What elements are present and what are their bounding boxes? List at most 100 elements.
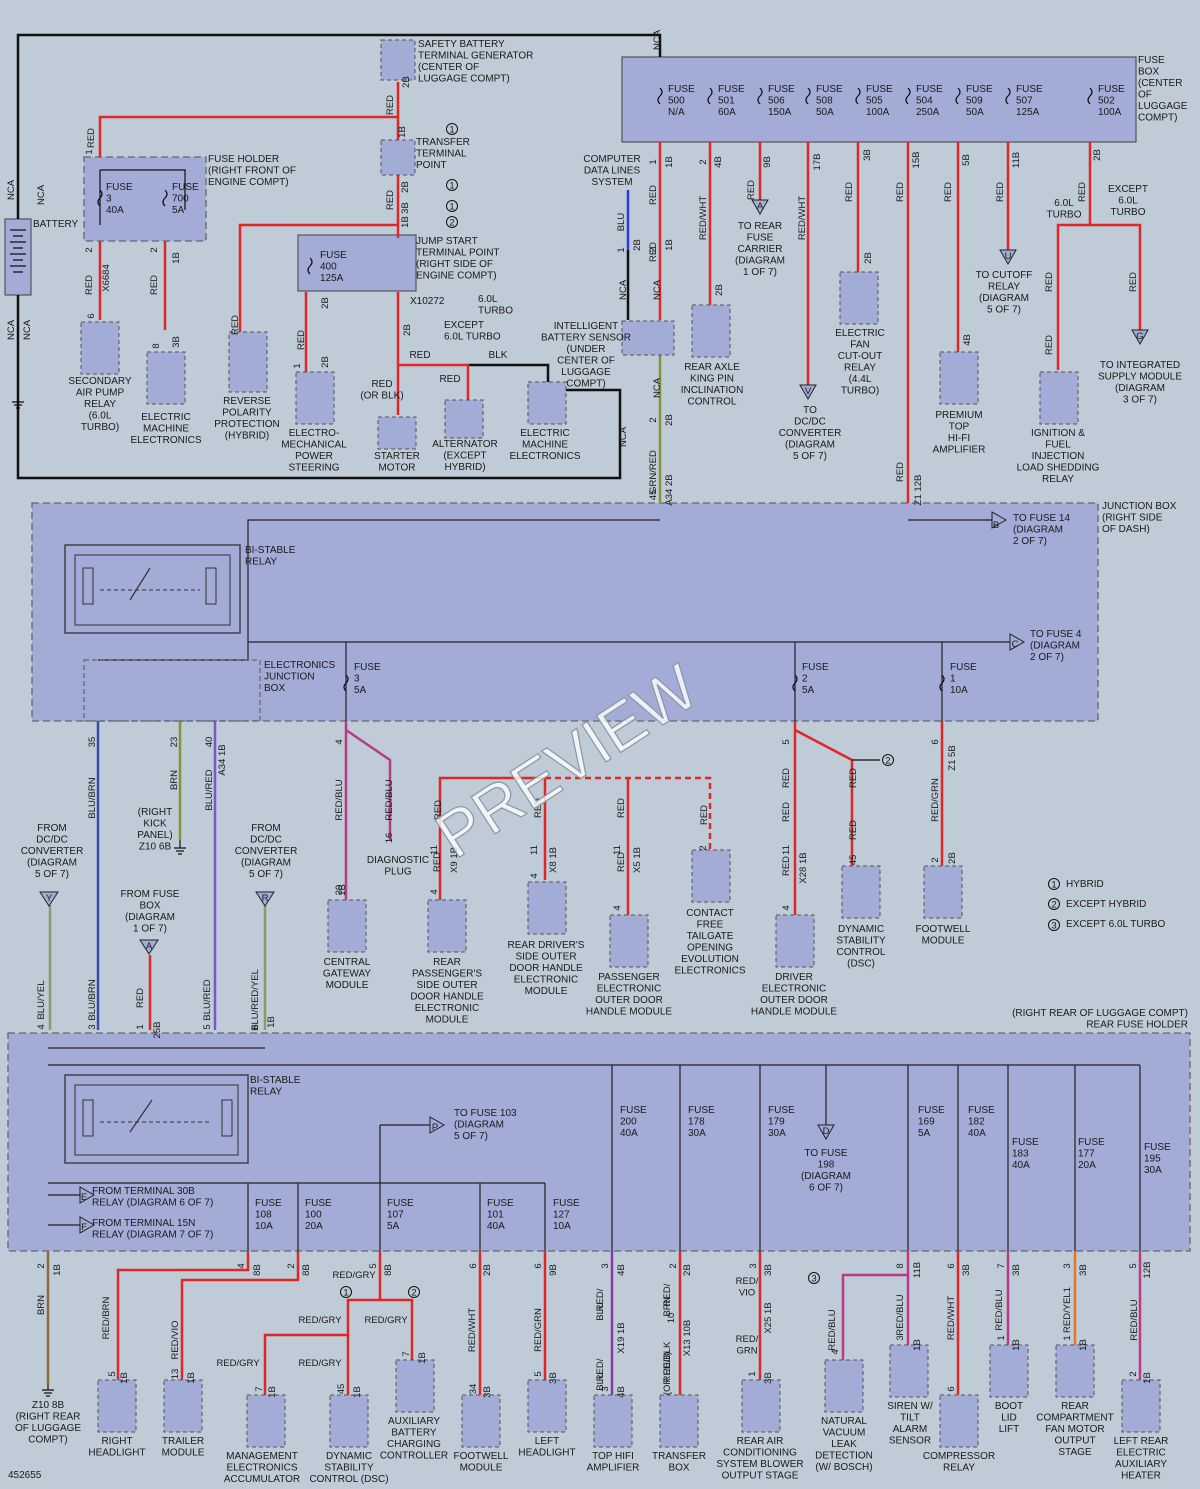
rear-passenger-door-label: MODULE <box>426 1015 469 1026</box>
connector-x10272: X10272 <box>410 296 445 307</box>
to-fuse-4-label: (DIAGRAM <box>1030 641 1080 652</box>
connector-pin: 1 <box>747 1371 758 1376</box>
wire-red-label: RED <box>409 350 430 361</box>
connector-pin: X25 1B <box>763 1302 774 1333</box>
wire-color-label: RED <box>1044 272 1055 292</box>
note-circle-icon <box>340 1286 352 1298</box>
connector-pin: 10 <box>666 1313 677 1324</box>
starter-motor-label: MOTOR <box>378 463 415 474</box>
passenger-door-label: HANDLE MODULE <box>586 1007 672 1018</box>
wire-color-label: RED <box>149 275 160 295</box>
secondary-air-label: AIR PUMP <box>76 388 125 399</box>
siren-label: SIREN W/ <box>887 1401 933 1412</box>
connector-pin: 3 <box>600 1386 611 1391</box>
rear-fuse: FUSE <box>1078 1137 1105 1148</box>
note-number: 1 <box>449 181 454 192</box>
tailgate-label: EVOLUTION <box>681 954 739 965</box>
wire-color-label: RED/ <box>662 1283 673 1306</box>
rear-fuse: 40A <box>620 1128 638 1139</box>
from-dcdc-label: DC/DC <box>250 835 282 846</box>
connector-pin: 1B <box>664 156 675 168</box>
wire-color-label: BLU <box>595 1372 606 1391</box>
note-circle-icon <box>408 1286 420 1298</box>
connector-pin: 4 <box>429 889 440 894</box>
connector-pin: 3B <box>1011 1264 1022 1276</box>
ibs-label: BATTERY SENSOR <box>541 333 631 344</box>
ibs-label: (UNDER <box>567 344 606 355</box>
siren-label: ALARM <box>893 1424 927 1435</box>
wire-color-label: BLU/YEL <box>36 980 47 1019</box>
rear-fan-label: REAR <box>1061 1401 1089 1412</box>
rear-fuse: FUSE <box>255 1198 282 1209</box>
rear-driver-door-label: SIDE OUTER <box>515 952 576 963</box>
wire-red-or-blk-label: (OR BLK) <box>360 391 403 402</box>
ignition-relay-label: LOAD SHEDDING <box>1017 463 1100 474</box>
dsc-label: CONTROL <box>837 947 886 958</box>
rear-fuse: 179 <box>768 1117 785 1128</box>
wire-color-label: RED <box>848 820 859 840</box>
legend-label: EXCEPT HYBRID <box>1066 899 1146 910</box>
top-hifi-label: AMPLIFIER <box>587 1463 640 1474</box>
connector-pin: 4B <box>713 156 724 168</box>
connector-pin: 2B <box>320 356 331 368</box>
from-dcdc-label: CONVERTER <box>235 846 298 857</box>
wire-color-label: RED/GRY <box>364 1315 408 1326</box>
fuse-box-fuse: 508 <box>816 96 833 107</box>
fuse-box-fuse: N/A <box>668 107 685 118</box>
connector-pin: 3 <box>600 1263 611 1268</box>
connector-pin: 23 <box>169 737 180 748</box>
electric-machine-2-label: MACHINE <box>522 440 568 451</box>
wire-color-label: RED <box>781 768 792 788</box>
wire-color-label: RED/BLU <box>994 1289 1005 1330</box>
fan-relay-label: FAN <box>850 340 869 351</box>
connector-marker-letter: A <box>146 941 153 952</box>
connector-pin: 45 <box>648 490 659 501</box>
connector-pin: 34 <box>468 1384 479 1395</box>
central-gateway-label: MODULE <box>326 980 369 991</box>
power-steering-label: POWER <box>295 451 333 462</box>
connector-pin: 3B <box>961 1264 972 1276</box>
to-cutoff-label: 5 OF 7) <box>987 305 1021 316</box>
connector-pin: 2B <box>714 284 725 296</box>
connector-pin: 7 <box>401 1351 412 1356</box>
safety-generator-label: LUGGAGE COMPT) <box>418 74 510 85</box>
wire-color-label: RED <box>433 800 444 820</box>
connector-pin: 1B <box>664 239 675 251</box>
from-fusebox-label: 1 OF 7) <box>133 924 167 935</box>
to-fuse-14-label: (DIAGRAM <box>1013 525 1063 536</box>
starter-motor-label: STARTER <box>374 451 420 462</box>
connector-pin: X28 1B <box>798 852 809 883</box>
ground-symbols <box>12 395 186 1397</box>
rear-fuse: 178 <box>688 1117 705 1128</box>
passenger-door-label: ELECTRONIC <box>597 984 661 995</box>
connector-pin: 25B <box>152 1022 163 1039</box>
connector-pin: 8B <box>252 1264 263 1276</box>
wire-color-label: RED <box>84 275 95 295</box>
alternator-label: ALTERNATOR <box>432 439 498 450</box>
note-number: 1 <box>449 125 454 136</box>
rear-fuse: FUSE <box>620 1105 647 1116</box>
fuse-holder-fuse: FUSE <box>172 182 199 193</box>
connector-pin: 4 <box>529 873 540 878</box>
wire-color-label: BRN <box>662 1296 673 1316</box>
jump-start-label: ENGINE COMPT) <box>416 271 497 282</box>
wire-color-label: RED <box>86 128 97 148</box>
rear-fuse: 30A <box>1144 1165 1162 1176</box>
passenger-door-label: OUTER DOOR <box>595 995 663 1006</box>
rear-fan-label: OUTPUT <box>1054 1436 1095 1447</box>
connector-pin: 3B <box>763 1372 774 1384</box>
connector-markers <box>39 199 1149 1234</box>
wire-color-label: RED/BLU <box>895 1294 906 1335</box>
connector-pin: 1B <box>186 1372 197 1384</box>
note-circle-icon <box>808 1272 820 1284</box>
connector-pin: 11 <box>429 845 440 855</box>
wire-color-label: RED <box>385 190 396 210</box>
connector-pin: 16 <box>384 833 395 844</box>
wire-color-label: BLU/RED <box>202 979 213 1020</box>
dsc-label: DYNAMIC <box>838 924 884 935</box>
from-15n-label: RELAY (DIAGRAM 7 OF 7) <box>92 1230 213 1241</box>
junction-box-label: OF DASH) <box>1102 524 1150 535</box>
junction-fuse: 10A <box>950 685 968 696</box>
fuse-400-label: FUSE <box>320 250 347 261</box>
rear-passenger-door-label: PASSENGER'S <box>412 969 482 980</box>
